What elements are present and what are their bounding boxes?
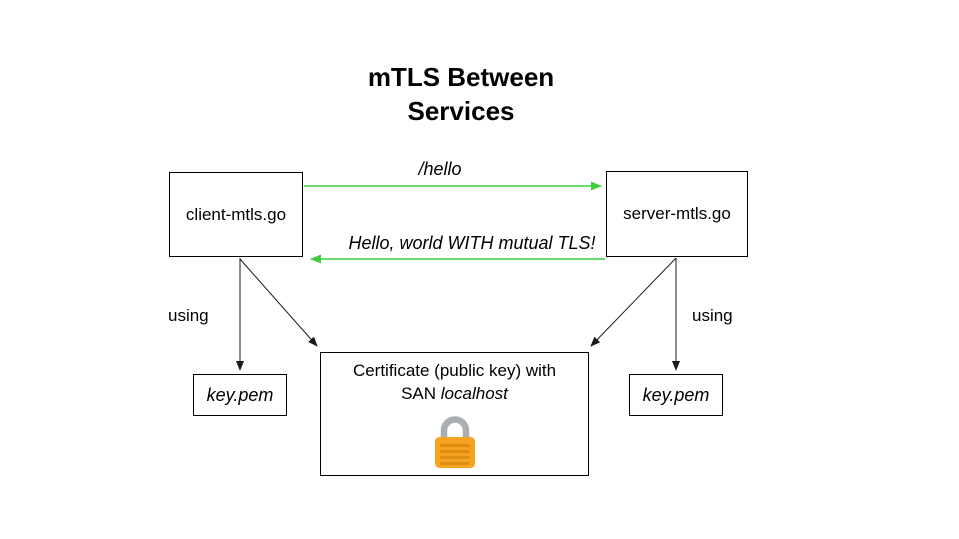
certificate-label-line1: Certificate (public key) with xyxy=(352,361,557,380)
diagram-title-line1: mTLS Between xyxy=(367,62,555,92)
node-certificate: Certificate (public key) with SAN localh… xyxy=(320,352,589,476)
certificate-san-value: localhost xyxy=(440,384,508,403)
node-server-label: server-mtls.go xyxy=(623,204,731,223)
client-cert-arrow xyxy=(239,258,318,347)
request-arrow-label: /hello xyxy=(418,159,462,179)
server-using-label: using xyxy=(692,306,733,325)
node-client-label: client-mtls.go xyxy=(185,204,287,224)
node-server-key-label: key.pem xyxy=(642,384,710,405)
server-cert-arrow xyxy=(590,257,677,347)
diagram-title: mTLS Between Services xyxy=(181,60,741,128)
node-server: server-mtls.go xyxy=(606,171,748,257)
diagram-title-line2: Services xyxy=(407,96,515,126)
node-client-key: key.pem xyxy=(193,374,287,416)
node-client-key-label: key.pem xyxy=(206,384,274,405)
node-server-key: key.pem xyxy=(629,374,723,416)
client-using-label: using xyxy=(168,306,209,325)
certificate-san-prefix: SAN xyxy=(401,384,441,403)
response-arrow-label: Hello, world WITH mutual TLS! xyxy=(348,233,596,253)
lock-icon xyxy=(434,416,475,468)
node-client: client-mtls.go xyxy=(169,172,303,257)
certificate-label-line2: SAN localhost xyxy=(401,382,508,405)
